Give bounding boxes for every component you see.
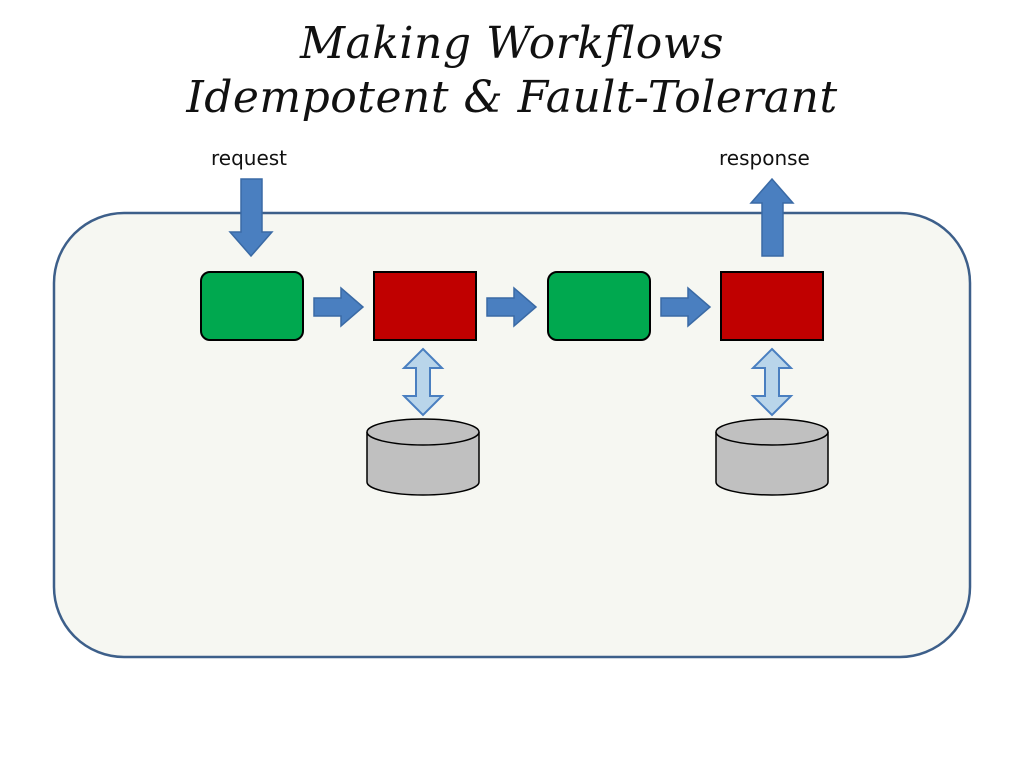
database-1-top bbox=[366, 418, 480, 446]
request-label: request bbox=[211, 146, 288, 170]
database-2-body bbox=[715, 432, 829, 496]
database-2-icon bbox=[715, 418, 829, 496]
slide-title-line-2: Idempotent & Fault-Tolerant bbox=[186, 72, 838, 123]
workflow-container bbox=[52, 211, 972, 659]
request-arrow-icon bbox=[228, 178, 274, 258]
response-label: response bbox=[719, 146, 810, 170]
database-1-icon bbox=[366, 418, 480, 496]
database-1-body bbox=[366, 432, 480, 496]
workflow-step-4 bbox=[720, 271, 824, 341]
response-arrow-icon bbox=[749, 177, 795, 257]
flow-arrow-2-icon bbox=[486, 286, 538, 328]
workflow-step-2 bbox=[373, 271, 477, 341]
workflow-step-1 bbox=[200, 271, 304, 341]
flow-arrow-1-icon bbox=[313, 286, 365, 328]
flow-arrow-3-icon bbox=[660, 286, 712, 328]
storage-arrow-2-icon bbox=[750, 347, 794, 417]
storage-arrow-1-icon bbox=[401, 347, 445, 417]
workflow-step-3 bbox=[547, 271, 651, 341]
database-2-top bbox=[715, 418, 829, 446]
slide-title-line-1: Making Workflows bbox=[299, 18, 725, 69]
